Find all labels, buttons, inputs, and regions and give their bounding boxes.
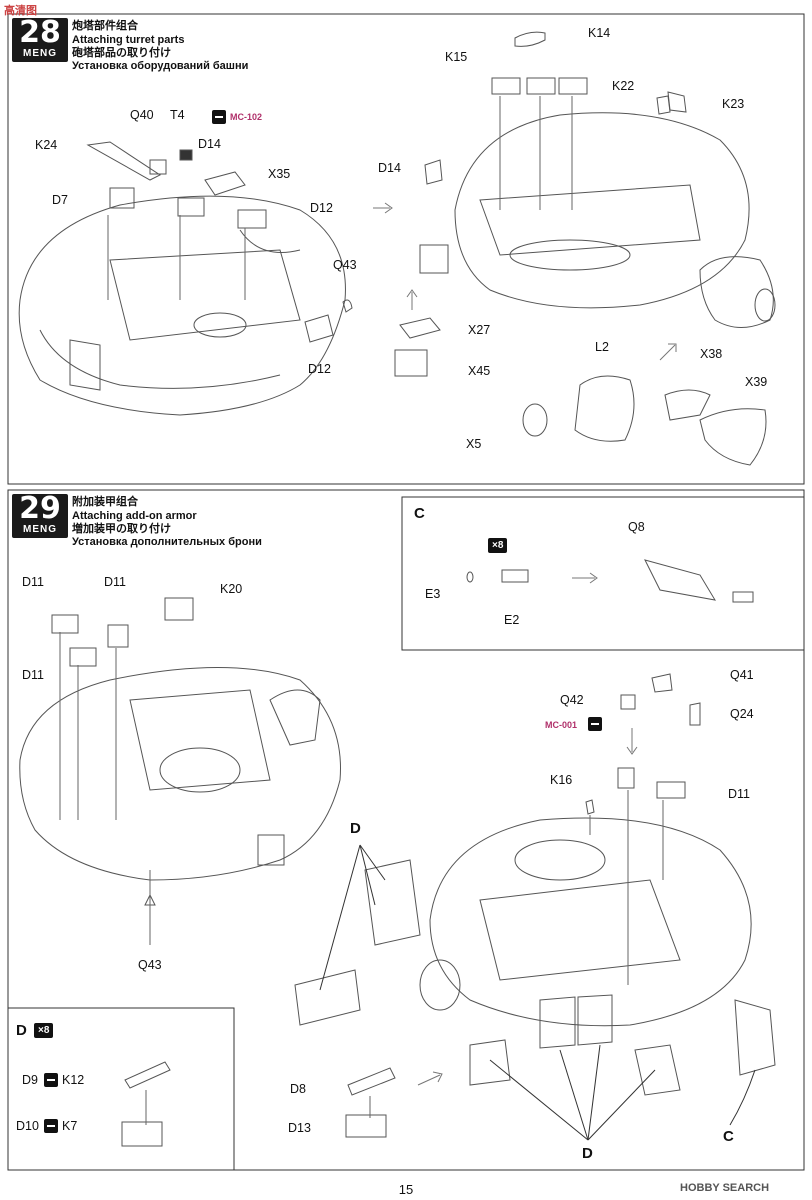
label-d8: D8 [290, 1082, 306, 1096]
label-k16: K16 [550, 773, 573, 787]
tool-mc001: MC-001 [545, 720, 578, 730]
label-t4: T4 [170, 108, 185, 122]
inset-d-title: D [16, 1022, 27, 1039]
label-q43: Q43 [333, 258, 357, 272]
step-28-badge: 28 MENG [12, 18, 68, 62]
turret-left-drawing [18, 195, 346, 416]
step-28-title-cn: 炮塔部件组合 [72, 20, 138, 32]
label-d9: D9 [22, 1073, 38, 1087]
watermark-top: 高清图 [4, 5, 37, 17]
step-number: 29 [19, 491, 61, 526]
label-d13: D13 [288, 1121, 311, 1135]
brand-logo: MENG [23, 524, 57, 535]
callout-d-upper: D [350, 820, 361, 837]
label-x5: X5 [466, 437, 482, 451]
label-x27: X27 [468, 323, 491, 337]
swap-part-icon [44, 1073, 58, 1087]
label-q41: Q41 [730, 668, 754, 682]
label-d11-c: D11 [22, 668, 45, 682]
label-q24: Q24 [730, 707, 754, 721]
label-k7: K7 [62, 1119, 78, 1133]
cement-icon [212, 110, 226, 124]
label-d11-b: D11 [104, 575, 127, 589]
label-d10: D10 [16, 1119, 39, 1133]
turret-right-drawing [454, 112, 776, 328]
step-29-title-cn: 附加装甲组合 [72, 496, 138, 508]
turret-right-29-drawing [294, 817, 776, 1096]
label-d14: D14 [198, 137, 221, 151]
callout-d-lower: D [582, 1145, 593, 1162]
callout-c: C [723, 1128, 734, 1145]
tool-mc102: MC-102 [230, 112, 263, 122]
label-q8: Q8 [628, 520, 645, 534]
label-x39: X39 [745, 375, 768, 389]
label-k22: K22 [612, 79, 635, 93]
label-k12: K12 [62, 1073, 85, 1087]
page-number: 15 [398, 1182, 414, 1197]
step-29-title-ru: Установка дополнительных брони [72, 536, 262, 548]
label-d11-d: D11 [728, 787, 751, 801]
step-28-title-jp: 砲塔部品の取り付け [72, 47, 171, 59]
label-d14-right: D14 [378, 161, 401, 175]
brand-logo: MENG [23, 48, 57, 59]
label-k20: K20 [220, 582, 243, 596]
label-d12: D12 [310, 201, 333, 215]
label-k14: K14 [588, 26, 611, 40]
step-number: 28 [19, 15, 61, 50]
label-d11-a: D11 [22, 575, 45, 589]
label-x38: X38 [700, 347, 723, 361]
step-28-title-en: Attaching turret parts [72, 34, 185, 46]
cement-icon [588, 717, 602, 731]
inset-c-title: C [414, 505, 425, 522]
step-29-title-jp: 増加装甲の取り付け [72, 523, 171, 535]
qty-x8-c: ×8 [488, 538, 508, 553]
label-q43-29: Q43 [138, 958, 162, 972]
watermark-bottom: HOBBY SEARCH [680, 1182, 770, 1194]
label-e3: E3 [425, 587, 441, 601]
label-k15: K15 [445, 50, 468, 64]
step-29-badge: 29 MENG [12, 494, 68, 538]
label-q40: Q40 [130, 108, 154, 122]
step-28-title-ru: Установка оборудований башни [72, 60, 249, 72]
label-x35: X35 [268, 167, 291, 181]
label-l2: L2 [595, 340, 609, 354]
label-d7: D7 [52, 193, 68, 207]
step29-parts [51, 559, 754, 1147]
label-k23: K23 [722, 97, 745, 111]
turret-left-29-drawing [19, 667, 341, 881]
label-e2: E2 [504, 613, 520, 627]
step-29-title-en: Attaching add-on armor [72, 510, 197, 522]
label-d12-lower: D12 [308, 362, 331, 376]
label-x45: X45 [468, 364, 491, 378]
label-k24: K24 [35, 138, 58, 152]
step28-parts [86, 31, 767, 466]
swap-part-icon [44, 1119, 58, 1133]
label-q42: Q42 [560, 693, 584, 707]
qty-x8-d: ×8 [34, 1023, 54, 1038]
